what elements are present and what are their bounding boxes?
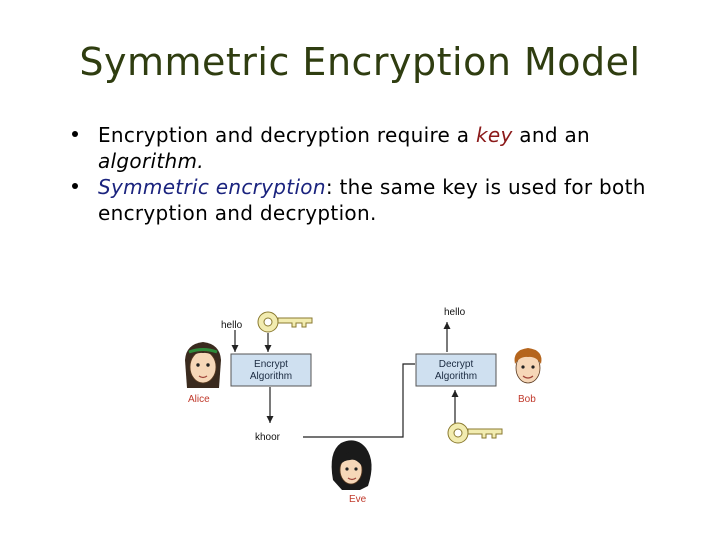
bullet-dot-icon [72, 131, 78, 137]
bullet-list: Encryption and decryption require a key … [70, 122, 670, 226]
ciphertext-label: khoor [255, 432, 281, 443]
eve-avatar-icon [331, 440, 372, 490]
alice-label: Alice [188, 394, 210, 405]
channel-line [303, 363, 415, 438]
decrypt-algorithm-box: Decrypt Algorithm [415, 353, 497, 387]
bob-avatar-icon [514, 348, 542, 384]
plaintext-label: hello [221, 320, 243, 331]
key-term: key [476, 123, 513, 147]
bullet-item-1: Encryption and decryption require a key … [70, 122, 670, 174]
decryption-key-icon [447, 422, 503, 444]
alice-avatar-icon [185, 342, 221, 388]
symmetric-encryption-term: Symmetric encryption [98, 175, 326, 199]
encrypt-algorithm-box: Encrypt Algorithm [230, 353, 312, 387]
encrypt-box-line-2: Algorithm [250, 371, 292, 382]
bullet-dot-icon [72, 183, 78, 189]
decrypt-box-line-1: Decrypt [439, 359, 474, 370]
eve-label: Eve [349, 494, 367, 505]
bullet-item-2: Symmetric encryption: the same key is us… [70, 174, 670, 226]
encryption-key-icon [257, 311, 313, 333]
slide-title: Symmetric Encryption Model [79, 40, 641, 84]
decrypted-plaintext-label: hello [444, 307, 466, 318]
algorithm-term: algorithm. [98, 149, 204, 173]
decrypt-box-line-2: Algorithm [435, 371, 477, 382]
encrypt-box-line-1: Encrypt [254, 359, 288, 370]
bob-label: Bob [518, 394, 536, 405]
